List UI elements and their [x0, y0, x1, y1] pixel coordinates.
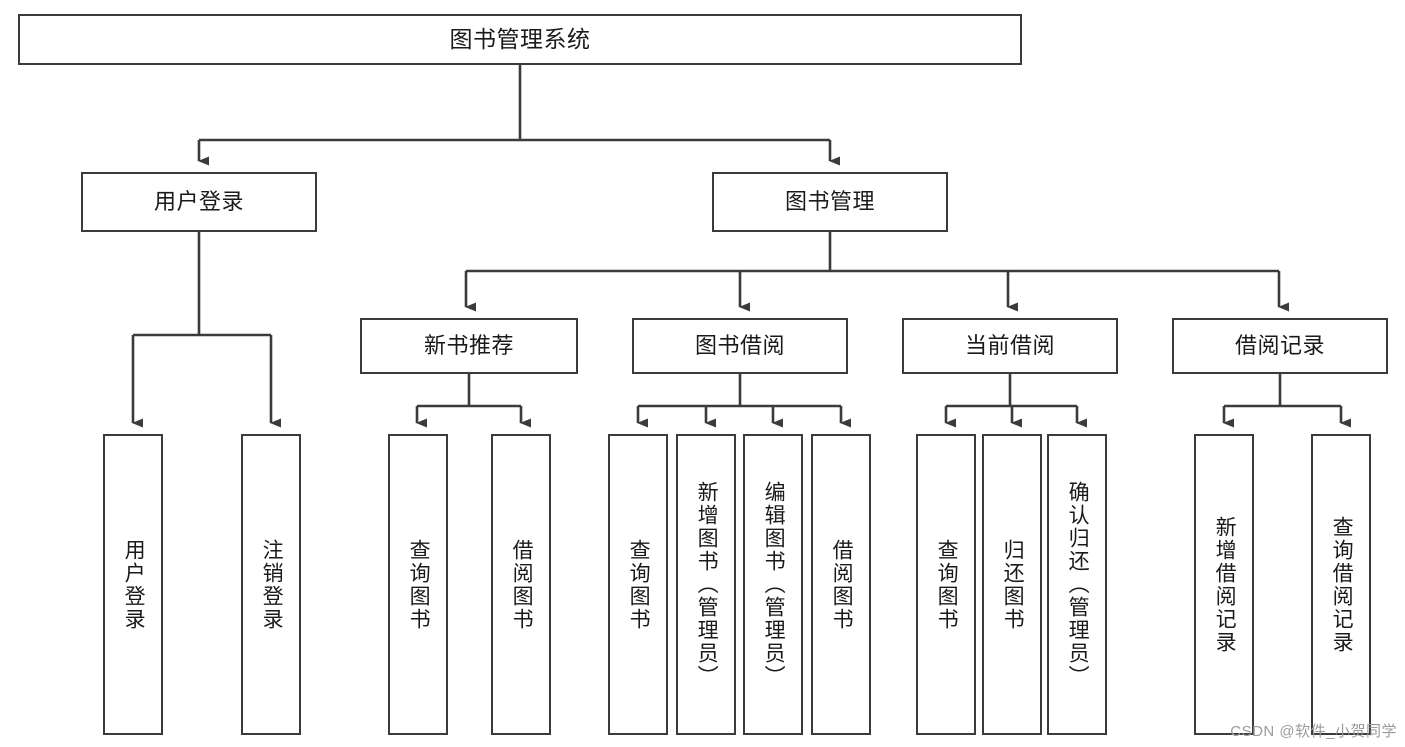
leaf-borrow-book[interactable]: 借阅图书: [811, 434, 871, 735]
leaf-add-book-admin[interactable]: 新增图书（管理员）: [676, 434, 736, 735]
leaf-query-book-current[interactable]: 查询图书: [916, 434, 976, 735]
leaf-logout[interactable]: 注销登录: [241, 434, 301, 735]
node-label: 图书管理: [784, 189, 875, 214]
node-label: 查询图书: [407, 538, 431, 631]
node-label: 注销登录: [260, 538, 284, 631]
node-root-system[interactable]: 图书管理系统: [18, 14, 1022, 65]
node-label: 查询图书: [627, 538, 651, 631]
leaf-borrow-book-new[interactable]: 借阅图书: [491, 434, 551, 735]
leaf-add-borrow-record[interactable]: 新增借阅记录: [1194, 434, 1254, 735]
node-book-borrow[interactable]: 图书借阅: [632, 318, 848, 374]
node-label: 查询借阅记录: [1330, 515, 1354, 654]
node-label: 借阅图书: [510, 538, 534, 631]
node-borrow-record[interactable]: 借阅记录: [1172, 318, 1388, 374]
leaf-query-book-new[interactable]: 查询图书: [388, 434, 448, 735]
node-label: 用户登录: [153, 189, 244, 214]
node-label: 借阅记录: [1234, 333, 1325, 358]
node-new-book-recommend[interactable]: 新书推荐: [360, 318, 578, 374]
node-label: 归还图书: [1001, 538, 1025, 631]
watermark-text: CSDN @软件_小贺同学: [1230, 723, 1397, 740]
leaf-query-book-borrow[interactable]: 查询图书: [608, 434, 668, 735]
node-label: 借阅图书: [830, 538, 854, 631]
node-label: 编辑图书（管理员）: [762, 481, 786, 688]
node-label: 新书推荐: [423, 333, 514, 358]
node-user-login[interactable]: 用户登录: [81, 172, 317, 232]
leaf-query-borrow-record[interactable]: 查询借阅记录: [1311, 434, 1371, 735]
node-label: 确认归还（管理员）: [1066, 481, 1090, 688]
node-label: 图书借阅: [694, 333, 785, 358]
leaf-edit-book-admin[interactable]: 编辑图书（管理员）: [743, 434, 803, 735]
node-book-management[interactable]: 图书管理: [712, 172, 948, 232]
node-current-borrow[interactable]: 当前借阅: [902, 318, 1118, 374]
leaf-confirm-return-admin[interactable]: 确认归还（管理员）: [1047, 434, 1107, 735]
leaf-return-book[interactable]: 归还图书: [982, 434, 1042, 735]
node-label: 新增图书（管理员）: [695, 481, 719, 688]
node-label: 查询图书: [935, 538, 959, 631]
node-label: 用户登录: [122, 538, 146, 631]
node-label: 当前借阅: [964, 333, 1055, 358]
node-label: 图书管理系统: [449, 26, 591, 52]
node-label: 新增借阅记录: [1213, 515, 1237, 654]
leaf-user-login[interactable]: 用户登录: [103, 434, 163, 735]
